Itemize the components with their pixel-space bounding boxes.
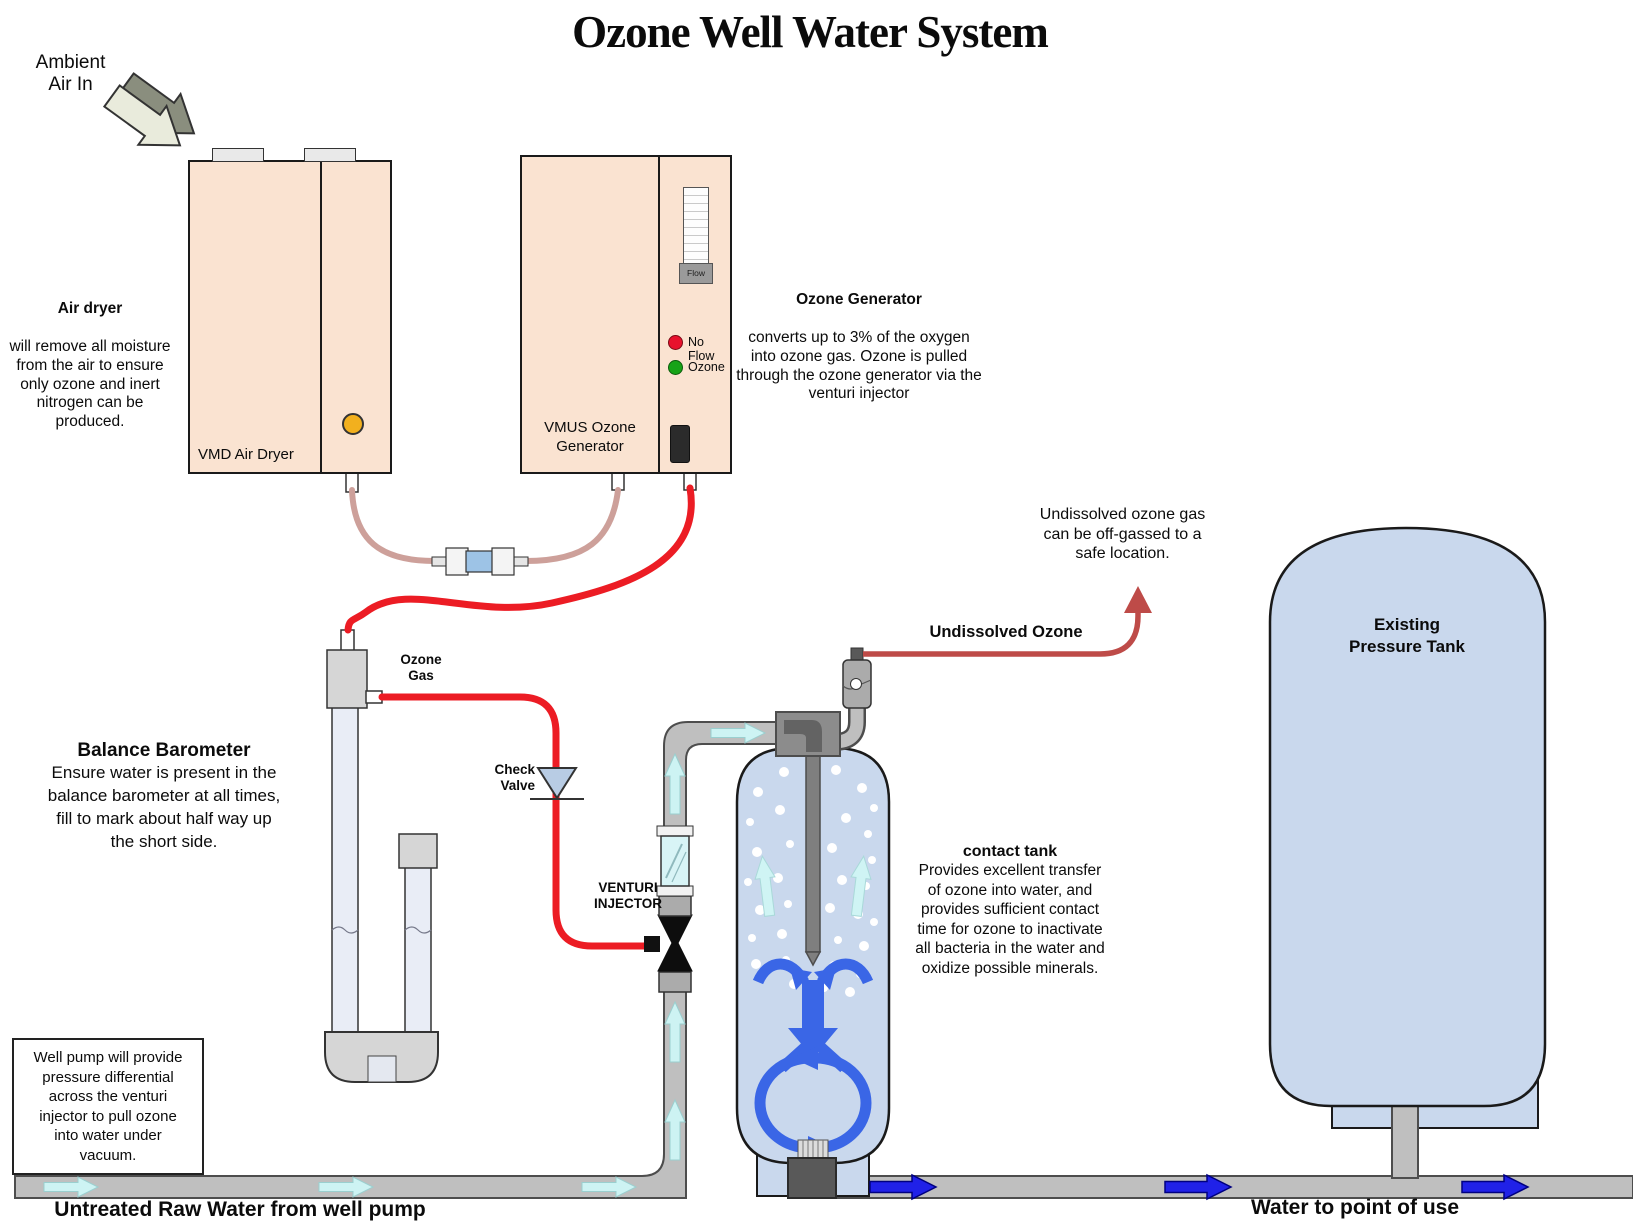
ozone-led xyxy=(668,360,683,375)
ozone-generator-panel-divider xyxy=(658,157,660,472)
raw-water-pipe xyxy=(14,984,687,1199)
well-pump-note: Well pump will provide pressure differen… xyxy=(12,1038,204,1175)
ozone-generator-note: Ozone Generator converts up to 3% of the… xyxy=(733,272,985,423)
inline-filter-nut-left xyxy=(445,547,469,576)
ozone-gas-label: Ozone Gas xyxy=(400,652,442,684)
dry-air-tube xyxy=(349,487,621,576)
contact-tank-body: Provides excellent transfer of ozone int… xyxy=(915,862,1105,977)
offgas-note: Undissolved ozone gas can be off-gassed … xyxy=(1039,506,1206,563)
venturi-body xyxy=(657,914,693,972)
ambient-air-label: Ambient Air In xyxy=(35,52,106,95)
undissolved-ozone-label: Undissolved Ozone xyxy=(929,623,1083,641)
air-dryer-note: Air dryer will remove all moisture from … xyxy=(0,281,180,451)
power-switch[interactable] xyxy=(670,425,690,463)
inline-filter-body xyxy=(465,550,495,573)
point-of-use-label: Water to point of use xyxy=(1250,1196,1460,1219)
air-dryer-top-tab xyxy=(212,148,264,162)
air-dryer-unit: VMD Air Dryer xyxy=(188,148,392,474)
air-dryer-top-tab xyxy=(304,148,356,162)
offgas-valve xyxy=(842,647,872,709)
venturi-injector-label: VENTURI INJECTOR xyxy=(593,880,662,912)
check-valve-label: Check Valve xyxy=(494,762,535,794)
pressure-tank-label: Existing Pressure Tank xyxy=(1349,615,1465,657)
air-dryer-panel-divider xyxy=(320,162,322,472)
ozone-tube-barometer-to-venturi xyxy=(378,693,654,950)
ozone-generator-note-heading: Ozone Generator xyxy=(796,290,922,308)
ozone-generator-unit: Flow No Flow Ozone VMUS Ozone Generator xyxy=(520,155,732,474)
barometer-top-cap xyxy=(326,649,368,709)
air-dryer-note-heading: Air dryer xyxy=(57,299,123,317)
no-flow-led-label: No Flow xyxy=(688,335,715,363)
no-flow-led xyxy=(668,335,683,350)
venturi-injector xyxy=(644,721,779,993)
balance-barometer-note: Balance Barometer Ensure water is presen… xyxy=(14,740,314,854)
balance-barometer-heading: Balance Barometer xyxy=(77,740,251,761)
inline-filter-nut-right xyxy=(491,547,515,576)
ozone-generator-note-body: converts up to 3% of the oxygen into ozo… xyxy=(736,328,982,403)
contact-tank-note: contact tank Provides excellent transfer… xyxy=(900,843,1120,978)
venturi-fitting-lower xyxy=(658,971,692,993)
ambient-air-arrow-icon xyxy=(102,72,196,147)
raw-water-label: Untreated Raw Water from well pump xyxy=(54,1198,426,1221)
tank-outlet-fitting xyxy=(787,1139,837,1199)
pressure-tank xyxy=(1268,526,1547,1108)
check-valve xyxy=(530,767,584,800)
page-title: Ozone Well Water System xyxy=(572,7,1049,57)
venturi-suction-nub xyxy=(644,936,660,952)
sight-glass xyxy=(656,825,694,897)
tank-inlet-manifold xyxy=(775,711,841,757)
offgas-arrowhead xyxy=(1124,586,1152,613)
flow-meter-tube xyxy=(683,187,709,265)
contact-tank-heading: contact tank xyxy=(962,843,1058,860)
ozone-tube-generator-to-barometer xyxy=(344,484,695,634)
ozone-led-label: Ozone xyxy=(688,360,725,374)
ozone-generator-unit-label: VMUS Ozone Generator xyxy=(544,419,636,455)
barometer-short-cap xyxy=(398,833,438,869)
air-dryer-indicator-light xyxy=(342,413,364,435)
balance-barometer xyxy=(324,629,439,1083)
offgas-line xyxy=(863,586,1152,657)
air-dryer-unit-label: VMD Air Dryer xyxy=(198,446,294,463)
air-dryer-note-body: will remove all moisture from the air to… xyxy=(9,337,171,431)
flow-meter-base: Flow xyxy=(679,263,713,284)
dip-tube xyxy=(804,737,822,967)
balance-barometer-body: Ensure water is present in the balance b… xyxy=(47,763,281,851)
